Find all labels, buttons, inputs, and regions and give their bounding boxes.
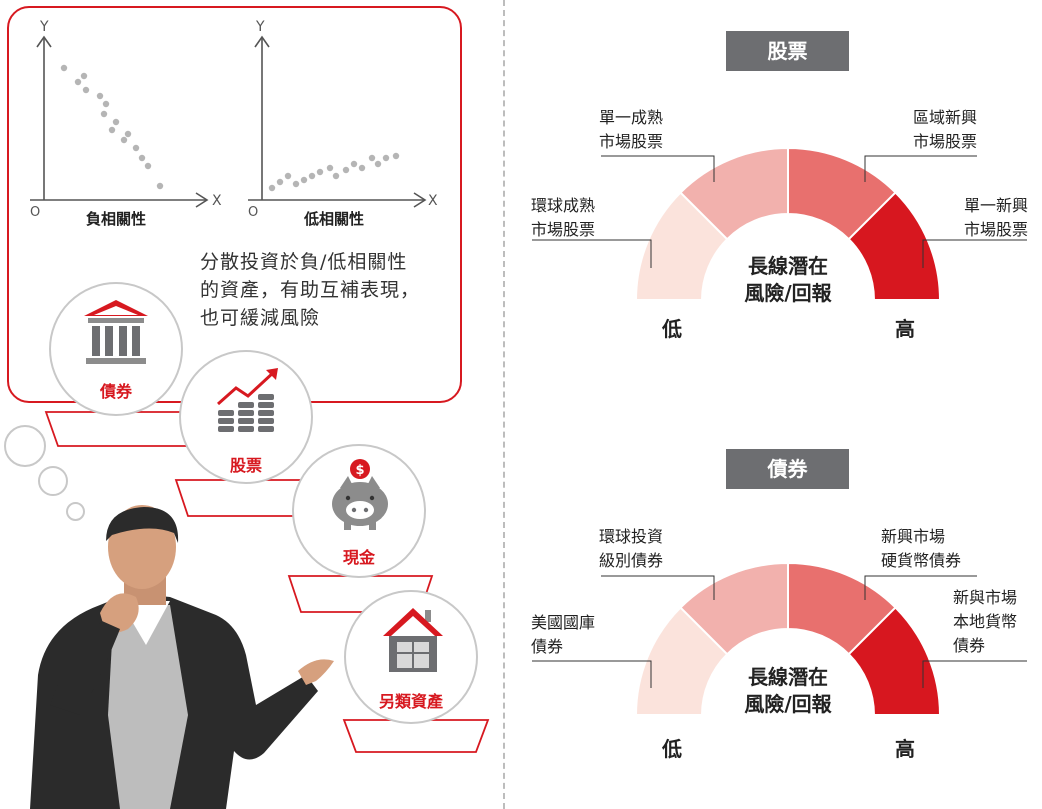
house-icon	[383, 608, 443, 672]
bonds-seg3-label: 新興市場硬貨幣債券	[881, 527, 962, 570]
svg-text:$: $	[355, 463, 364, 478]
gauge-segment	[847, 606, 942, 716]
negative-correlation-dot	[74, 78, 82, 86]
negative-correlation-dot	[120, 136, 128, 144]
low-correlation-dots	[268, 152, 400, 192]
thinking-man-illustration	[30, 505, 334, 809]
equities-leader-lines	[532, 155, 1027, 268]
risk-gauges	[532, 146, 1027, 716]
negative-correlation-dot	[108, 126, 116, 134]
equities-badge: 股票	[726, 31, 849, 71]
low-correlation-dot	[368, 154, 376, 162]
equities-circle	[179, 350, 313, 484]
low-correlation-dot	[392, 152, 400, 160]
note-line-2: 的資產，有助互補表現，	[200, 279, 421, 301]
negative-origin-label: O	[30, 205, 40, 220]
low-correlation-dot	[284, 172, 292, 180]
negative-correlation-dot	[80, 72, 88, 80]
section-divider	[503, 0, 505, 809]
bonds-label: 債券	[99, 382, 132, 401]
negative-correlation-dot	[96, 92, 104, 100]
bonds-seg4-label: 新與市場本地貨幣債券	[953, 588, 1018, 655]
negative-correlation-dots	[60, 64, 164, 190]
low-correlation-dot	[292, 180, 300, 188]
low-correlation-dot	[276, 178, 284, 186]
bonds-low-label: 低	[662, 737, 682, 761]
low-correlation-dot	[342, 166, 350, 174]
bonds-seg1-label: 美國國庫債券	[531, 613, 596, 656]
negative-correlation-dot	[60, 64, 68, 72]
diversification-note: 分散投資於負/低相關性 的資產，有助互補表現， 也可緩減風險	[200, 248, 455, 332]
gauge-segment	[847, 191, 942, 301]
negative-correlation-dot	[132, 144, 140, 152]
piggy-bank-icon: $	[332, 459, 388, 530]
low-correlation-dot	[382, 154, 390, 162]
equities-seg4-label: 單一新興市場股票	[963, 196, 1028, 239]
negative-correlation-dot	[144, 162, 152, 170]
equities-center-text: 長線潛在風險/回報	[744, 254, 832, 305]
rising-coins-icon	[217, 368, 278, 432]
negative-x-label: X	[212, 193, 222, 209]
equities-seg1-label: 環球成熟市場股票	[531, 196, 596, 239]
equities-seg2-label: 單一成熟市場股票	[599, 108, 664, 151]
low-correlation-dot	[300, 176, 308, 184]
bonds-high-label: 高	[895, 737, 915, 761]
low-x-label: X	[428, 193, 438, 209]
thought-bubble-medium	[38, 466, 68, 496]
negative-y-label: Y	[39, 19, 49, 35]
bonds-seg2-label: 環球投資級別債券	[599, 527, 664, 570]
negative-correlation-dot	[100, 110, 108, 118]
low-correlation-dot	[332, 172, 340, 180]
low-correlation-dot	[268, 184, 276, 192]
negative-correlation-dot	[124, 130, 132, 138]
equities-gauge	[634, 146, 942, 301]
low-correlation-dot	[374, 160, 382, 168]
bonds-gauge	[634, 561, 942, 716]
low-correlation-caption: 低相關性	[304, 210, 365, 228]
low-origin-label: O	[248, 205, 258, 220]
negative-correlation-dot	[156, 182, 164, 190]
equities-high-label: 高	[895, 317, 915, 341]
negative-correlation-dot	[138, 154, 146, 162]
correlation-charts: Y X O Y X O	[30, 19, 438, 220]
bank-icon	[84, 300, 148, 364]
thought-bubble-small	[66, 502, 85, 521]
bonds-leader-lines	[532, 575, 1027, 688]
low-correlation-dot	[326, 164, 334, 172]
negative-correlation-dot	[112, 118, 120, 126]
low-correlation-dot	[308, 172, 316, 180]
negative-correlation-axes	[30, 35, 209, 208]
negative-correlation-dot	[82, 86, 90, 94]
bonds-badge: 債券	[726, 449, 849, 489]
low-correlation-axes	[248, 35, 427, 208]
alternatives-label: 另類資產	[378, 692, 443, 711]
low-y-label: Y	[255, 19, 265, 35]
equities-label: 股票	[229, 456, 262, 475]
low-correlation-dot	[350, 160, 358, 168]
thought-bubble-large	[4, 425, 46, 467]
bonds-center-text: 長線潛在風險/回報	[744, 665, 832, 716]
note-line-3: 也可緩減風險	[200, 307, 321, 329]
equities-seg3-label: 區域新興市場股票	[912, 108, 977, 151]
negative-correlation-caption: 負相關性	[86, 210, 147, 228]
equities-low-label: 低	[662, 317, 682, 341]
note-line-1: 分散投資於負/低相關性	[200, 251, 408, 273]
negative-correlation-dot	[102, 100, 110, 108]
low-correlation-dot	[316, 168, 324, 176]
cash-label: 現金	[342, 548, 375, 567]
low-correlation-dot	[358, 164, 366, 172]
